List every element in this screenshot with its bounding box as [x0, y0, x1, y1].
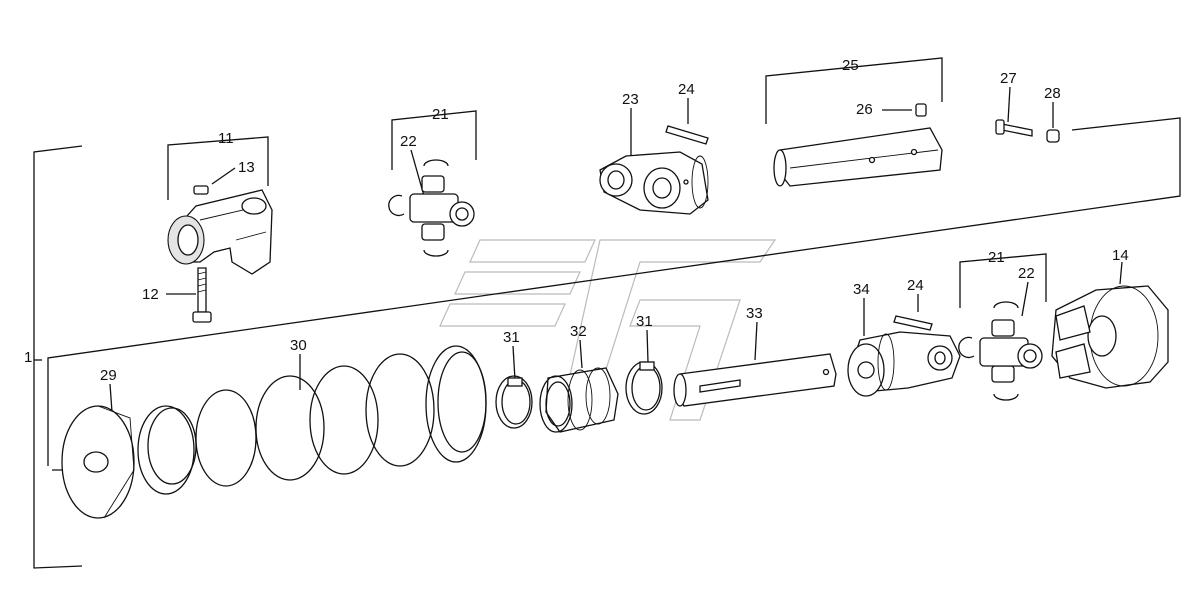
assembly-brackets: [33, 57, 1181, 569]
label-part-33: 33: [746, 305, 763, 322]
inner-tube: [673, 353, 837, 407]
label-part-22-lower: 22: [1018, 265, 1035, 282]
roll-pin-upper: [665, 125, 709, 145]
label-part-24-upper: 24: [678, 81, 695, 98]
clutch-flange-yoke: [1051, 285, 1169, 389]
label-part-23: 23: [622, 91, 639, 108]
bolt-and-nut: [995, 119, 1060, 143]
label-part-24-lower: 24: [907, 277, 924, 294]
label-part-28: 28: [1044, 85, 1061, 102]
label-part-11: 11: [218, 130, 234, 147]
rubber-bellows: [539, 367, 619, 433]
leader-lines: [109, 86, 1123, 413]
universal-joint-cross-upper: [388, 159, 475, 257]
label-part-29: 29: [100, 367, 117, 384]
label-part-12: 12: [142, 286, 159, 303]
label-part-30: 30: [290, 337, 307, 354]
label-part-26: 26: [856, 101, 873, 118]
hose-clamp-left: [495, 375, 533, 429]
label-part-31-right: 31: [636, 313, 653, 330]
hose-clamp-right: [625, 361, 663, 415]
lower-yoke: [847, 331, 961, 397]
label-part-1: 1: [24, 349, 32, 366]
guard-disc: [61, 405, 135, 519]
label-part-21-lower: 21: [988, 249, 1005, 266]
protection-spring: [137, 345, 487, 495]
label-part-31-left: 31: [503, 329, 520, 346]
label-part-32: 32: [570, 323, 587, 340]
label-part-27: 27: [1000, 70, 1017, 87]
roll-pin-lower: [893, 315, 933, 331]
label-part-21-upper: 21: [432, 106, 449, 123]
label-part-34: 34: [853, 281, 870, 298]
label-part-22-upper: 22: [400, 133, 417, 150]
fork-yoke-assembly: [167, 185, 273, 323]
label-part-13: 13: [238, 159, 255, 176]
label-part-14: 14: [1112, 247, 1129, 264]
outer-tube: [773, 103, 943, 187]
part-number-labels: 1 11 12 13 14 21 22 23 24 25 26 27 28 29…: [24, 57, 1129, 384]
inner-yoke: [599, 151, 709, 215]
label-part-25: 25: [842, 57, 859, 74]
universal-joint-cross-lower: [958, 301, 1043, 401]
